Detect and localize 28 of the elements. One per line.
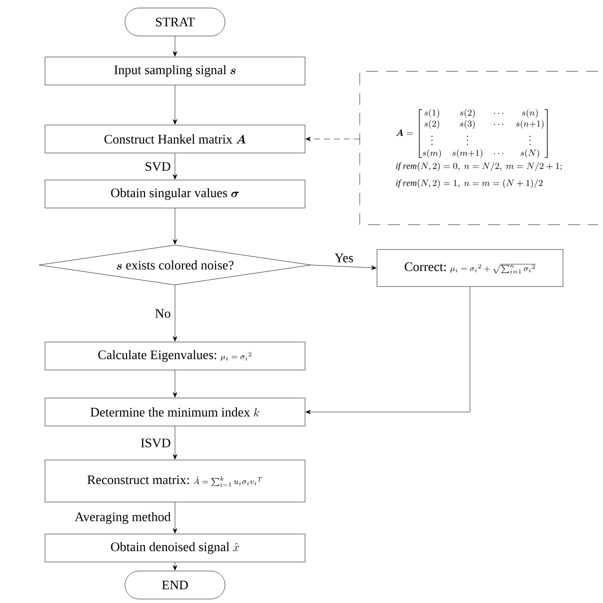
edge-label: Averaging method: [74, 511, 172, 525]
process-box: Input sampling signal $\boldsymbol{s}$: [44, 56, 306, 86]
arrow: [306, 136, 360, 142]
process-box: Correct: $\mu_i=\sigma_i{}^2+\sqrt{\sum_{i=1}^{n}\sigma_i{}^2}$: [376, 249, 564, 287]
process-box: Calculate Eigenvalues: $\mu_i=\sigma_i{}^2$: [44, 342, 306, 370]
edge-label: SVD: [144, 161, 172, 172]
dashed-box: $\boldsymbol{A}=\begin{bmatrix} s(1) & s(2) & \cdots & s(n)\\ s(2) & s(3) & \cdots & s(n{+}1)\\ \vdots & \vdots & & \vdots\\ s(m) & s(m{+}1) & \cdots & s(N)\end{bmatrix}$ $\mathit{if}\ \mathit{rem}(N,2)=0,\ n=N/2,\ m=N/2+1;$ $\mathit{if}\ \mathit{rem}(N,2)=1,\ n=m=(N+1)/2$: [360, 71, 598, 225]
process-box: Obtain singular values $\boldsymbol{\sigma}$: [44, 180, 306, 208]
arrow: [306, 286, 470, 414]
arrow: [172, 153, 178, 180]
process-box: Obtain denoised signal $\hat{x}$: [44, 534, 306, 562]
arrow: [172, 502, 178, 534]
edge-label: ISVD: [139, 438, 172, 448]
arrow: [172, 562, 178, 570]
process-box: Determine the minimum index $k$: [44, 398, 306, 426]
arrow: [311, 264, 376, 270]
process-box: Reconstruct matrix: $\hat{A}=\sum_{i=1}^{k}u_i\sigma_i v_i{}^T$: [44, 460, 306, 502]
end-terminal: END: [124, 570, 226, 600]
edge-label: Yes: [334, 252, 354, 264]
arrow: [172, 208, 178, 244]
arrow: [172, 426, 178, 460]
arrow: [172, 285, 178, 342]
arrow: [172, 36, 178, 56]
start-terminal: STRAT: [124, 8, 226, 36]
arrow: [172, 370, 178, 398]
edge-label: No: [154, 308, 172, 319]
arrow: [172, 85, 178, 124]
process-box: Construct Hankel matrix $\boldsymbol{A}$: [44, 124, 306, 154]
